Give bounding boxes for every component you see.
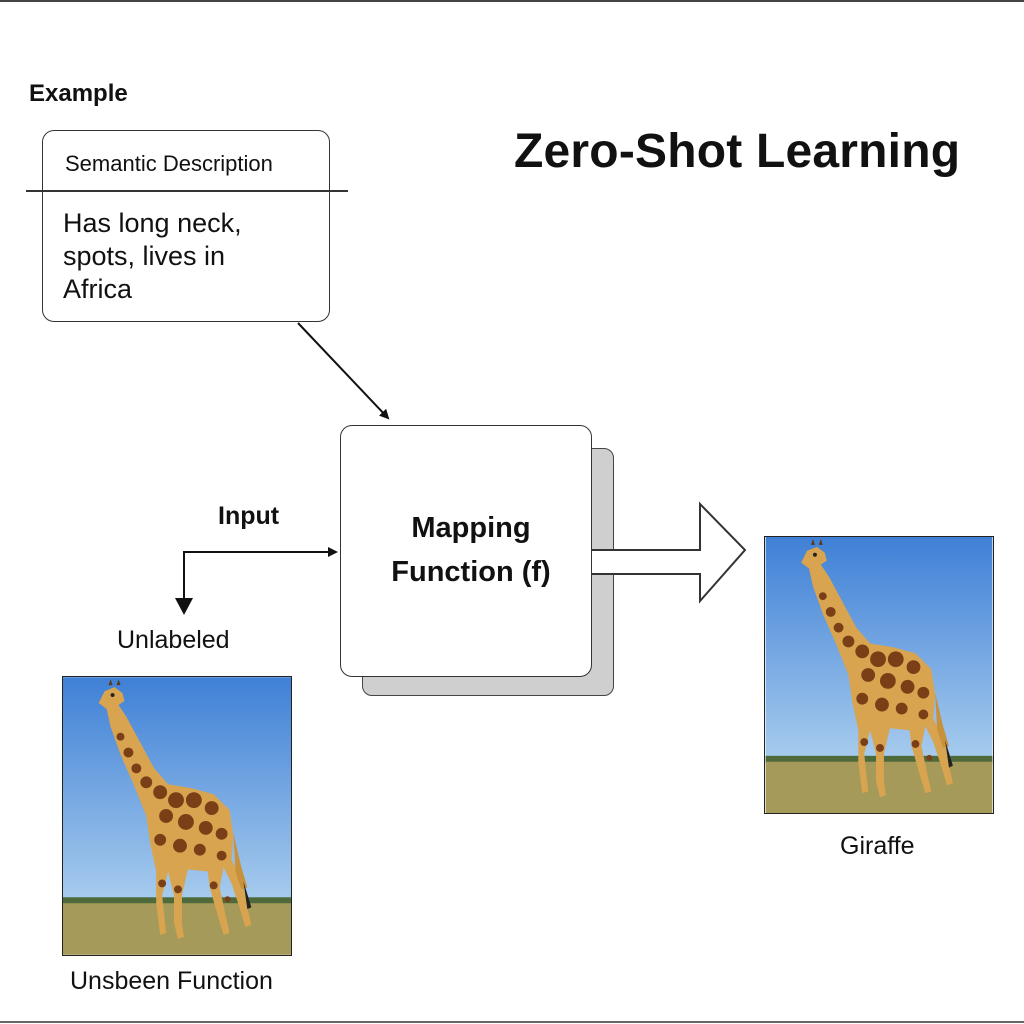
semantic-description-line: Has long neck, [63,208,242,238]
semantic-description-divider [26,190,348,192]
semantic-description-header: Semantic Description [65,151,273,176]
giraffe-icon [801,538,953,798]
input-to-unlabeled-arrowhead [175,598,193,615]
input-label: Input [218,502,280,530]
semantic-description-body: Has long neck, spots, lives in Africa [63,207,313,306]
output-giraffe-image [764,536,994,814]
frame-bottom-border [0,1021,1024,1023]
output-class-label: Giraffe [840,832,915,860]
frame-top-border [0,0,1024,2]
input-to-mapping-arrow [183,547,338,605]
mapping-function-label: Mapping Function (f) [340,506,602,594]
giraffe-icon [98,679,252,939]
semantic-description-box [42,130,330,322]
mapping-function-line: Mapping [411,512,531,544]
mapping-output-arrow [592,501,747,604]
semantic-description-line: spots, lives in [63,241,226,271]
diagram-title: Zero-Shot Learning [514,125,961,178]
example-label: Example [29,80,128,107]
mapping-function-line: Function (f) [391,556,551,588]
description-to-mapping-arrow [297,322,390,420]
semantic-description-line: Africa [63,274,133,304]
unlabeled-label: Unlabeled [117,626,230,654]
mapping-function-box [340,425,592,677]
unseen-label: Unsbeen Function [70,967,273,995]
unlabeled-giraffe-image [62,676,292,956]
